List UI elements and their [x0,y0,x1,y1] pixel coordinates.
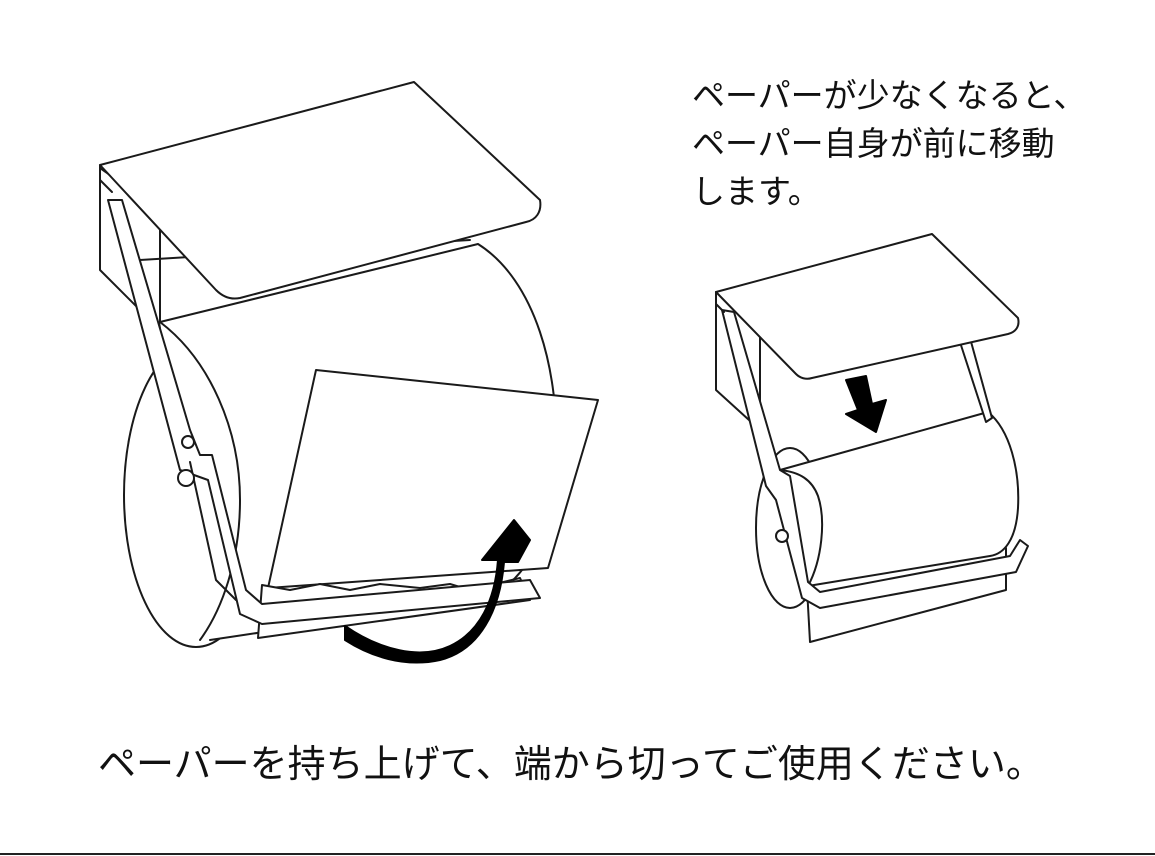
small-pivot-knob [775,529,789,543]
down-arrow-icon [845,375,887,433]
arm-groove [189,461,237,601]
shelf-top [99,81,542,300]
small-holder-illustration [715,233,1029,643]
note-line-3: します。 [692,172,821,211]
side-arm-left [107,199,541,625]
small-roll-body [779,411,1020,587]
paper-sheet [267,369,599,589]
pivot-knob-upper [181,435,195,449]
curved-up-arrow-icon [344,519,531,664]
roll-front-curve [159,321,241,641]
bottom-divider [0,853,1155,855]
note-line-2: ペーパー自身が前に移動 [692,124,1055,163]
shelf-thickness [99,164,113,193]
pivot-knob [177,469,195,487]
small-shelf-thickness [715,291,725,313]
large-holder-illustration [99,81,599,664]
small-arm-right [957,335,993,423]
explanation-note: ペーパーが少なくなると、 ペーパー自身が前に移動 します。 [692,72,1132,216]
note-line-1: ペーパーが少なくなると、 [692,76,1087,115]
usage-caption: ペーパーを持ち上げて、端から切ってご使用ください。 [98,742,1044,786]
small-shelf-top [715,233,1020,380]
